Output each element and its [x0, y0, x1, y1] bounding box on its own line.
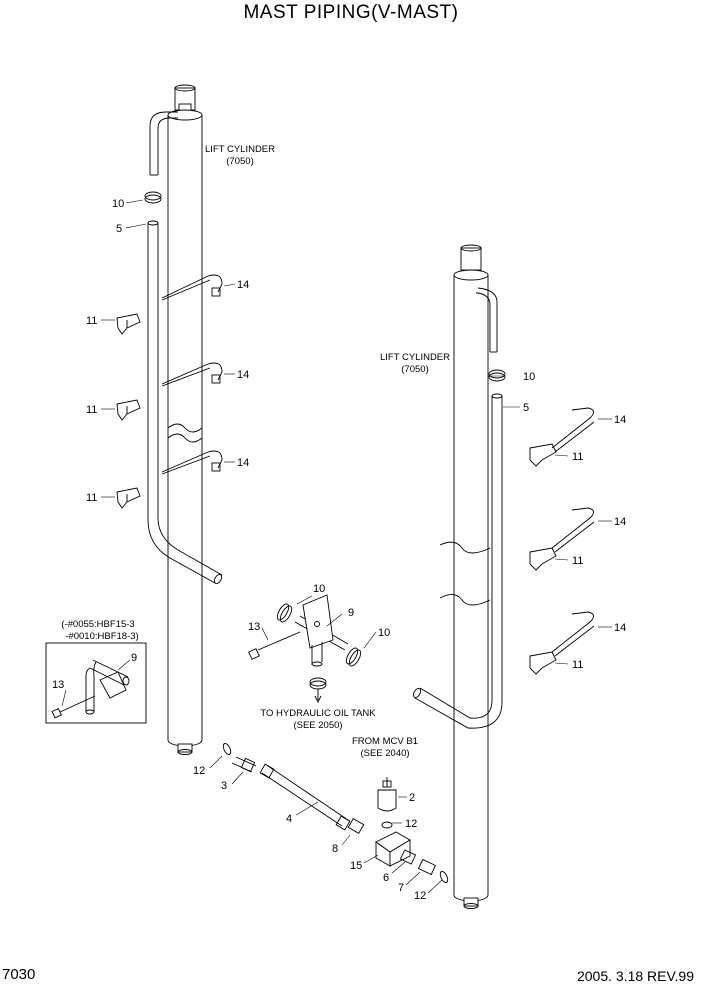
lower-hose-assembly [222, 742, 449, 884]
right-cylinder-note-1: LIFT CYLINDER [380, 352, 450, 363]
leader-lines [61, 199, 612, 894]
left-ring-10 [144, 191, 162, 204]
callout-13: 13 [52, 679, 64, 691]
callout-6: 6 [383, 872, 389, 884]
variant-note-2: -#0010:HBF18-3) [65, 631, 138, 642]
left-lift-cylinder [149, 84, 203, 755]
callout-10: 10 [523, 371, 535, 383]
right-lift-cylinder [439, 244, 498, 909]
right-clamp-14 [551, 407, 595, 657]
callout-11: 11 [572, 659, 583, 671]
left-clamp-14 [161, 274, 223, 475]
variant-tee-9 [51, 659, 130, 719]
callout-15: 15 [350, 860, 362, 872]
callout-9: 9 [348, 607, 354, 619]
tank-note-2: (SEE 2050) [293, 720, 342, 731]
callout-12: 12 [193, 765, 205, 777]
callout-7: 7 [398, 882, 404, 894]
callout-10: 10 [313, 583, 325, 595]
callout-2: 2 [409, 792, 415, 804]
left-cylinder-note-1: LIFT CYLINDER [205, 144, 275, 155]
callout-14: 14 [237, 279, 249, 291]
left-clip-11 [116, 313, 141, 509]
left-pipe-5 [147, 220, 223, 585]
callout-8: 8 [332, 843, 338, 855]
callout-11: 11 [572, 555, 583, 567]
mcv-note-2: (SEE 2040) [360, 748, 409, 759]
callout-9: 9 [131, 652, 137, 664]
callout-12: 12 [405, 818, 417, 830]
callout-5: 5 [116, 223, 122, 235]
callout-14: 14 [614, 516, 626, 528]
callout-5: 5 [523, 402, 529, 414]
callout-11: 11 [86, 492, 97, 504]
variant-note-1: (-#0055:HBF15-3 [61, 619, 134, 630]
page-number: 7030 [2, 966, 36, 983]
right-ring-10 [488, 369, 506, 382]
callout-14: 14 [614, 622, 626, 634]
callout-4: 4 [286, 813, 292, 825]
right-clip-11 [529, 443, 557, 675]
callout-10: 10 [112, 198, 124, 210]
left-cylinder-note-2: (7050) [226, 156, 253, 167]
revision-label: 2005. 3.18 REV.99 [576, 968, 694, 984]
callout-13: 13 [248, 621, 260, 633]
mcv-note-1: FROM MCV B1 [352, 736, 418, 747]
page-title: MAST PIPING(V-MAST) [243, 2, 459, 23]
callout-11: 11 [572, 451, 583, 463]
callout-14: 14 [237, 457, 249, 469]
callout-14: 14 [614, 414, 626, 426]
callout-11: 11 [86, 404, 97, 416]
tee-fitting-9 [248, 594, 362, 704]
callout-12: 12 [414, 890, 426, 902]
callout-3: 3 [221, 780, 227, 792]
tank-note-1: TO HYDRAULIC OIL TANK [260, 708, 376, 719]
callout-14: 14 [237, 369, 249, 381]
right-pipe-5 [412, 393, 503, 729]
right-cylinder-note-2: (7050) [401, 364, 428, 375]
variant-box [45, 642, 147, 724]
callout-11: 11 [86, 315, 97, 327]
callout-10: 10 [378, 627, 390, 639]
